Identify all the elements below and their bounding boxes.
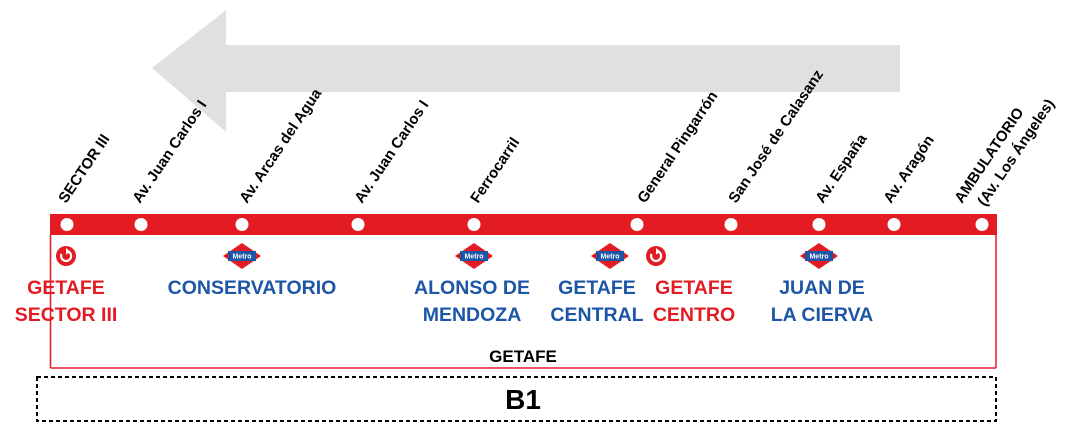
zone-label: GETAFE <box>489 347 557 366</box>
route-code: B1 <box>505 384 541 415</box>
stop-dot[interactable] <box>467 218 481 231</box>
metro-icon: Metro <box>591 243 629 269</box>
hub-label: ALONSO DE <box>414 277 530 299</box>
route-line <box>50 214 997 235</box>
svg-text:Metro: Metro <box>600 254 619 261</box>
hub-label: LA CIERVA <box>771 304 874 326</box>
circular-route-icon <box>646 246 666 266</box>
hub-label: MENDOZA <box>423 304 522 326</box>
hub-label: GETAFE <box>655 277 733 299</box>
circular-route-icon <box>56 246 76 266</box>
hub-alonso-de-mendoza: ALONSO DE MENDOZA <box>414 277 530 326</box>
hub-label: CENTRAL <box>550 304 643 326</box>
metro-icon: Metro <box>455 243 493 269</box>
stop-dot[interactable] <box>60 218 74 231</box>
svg-text:Metro: Metro <box>232 254 251 261</box>
stop-dots <box>60 218 989 231</box>
stop-label-9: Av. Aragón <box>880 132 938 206</box>
stop-dot[interactable] <box>887 218 901 231</box>
stop-dot[interactable] <box>351 218 365 231</box>
stop-dot[interactable] <box>134 218 148 231</box>
hub-juan-de-la-cierva: JUAN DE LA CIERVA <box>771 277 874 326</box>
hub-getafe-central: GETAFE CENTRAL <box>550 277 643 326</box>
hub-label: SECTOR III <box>15 304 118 326</box>
stop-label-4: Av. Juan Carlos I <box>351 97 432 206</box>
metro-icon: Metro <box>223 243 261 269</box>
stop-label-5: Ferrocarril <box>467 135 523 207</box>
hub-getafe-centro: GETAFE CENTRO <box>653 277 735 326</box>
hub-label: JUAN DE <box>779 277 865 299</box>
stop-label-2: Av. Juan Carlos I <box>129 97 210 206</box>
hub-conservatorio: CONSERVATORIO <box>168 277 337 299</box>
svg-text:Metro: Metro <box>809 254 828 261</box>
metro-icon: Metro <box>800 243 838 269</box>
stop-label-3: Av. Arcas del Agua <box>236 85 325 206</box>
hub-getafe-sector-iii: GETAFE SECTOR III <box>15 277 118 326</box>
hub-label: CENTRO <box>653 304 735 326</box>
stop-dot[interactable] <box>630 218 644 231</box>
stop-label-8: Av. España <box>812 131 871 207</box>
stop-dot[interactable] <box>724 218 738 231</box>
hub-label: GETAFE <box>27 277 105 299</box>
direction-arrow-left-icon <box>152 10 900 132</box>
hub-label: CONSERVATORIO <box>168 277 337 299</box>
stop-dot[interactable] <box>235 218 249 231</box>
route-box <box>36 376 997 422</box>
stop-dot[interactable] <box>975 218 989 231</box>
svg-text:Metro: Metro <box>464 254 483 261</box>
hub-label: GETAFE <box>558 277 636 299</box>
stop-label-1: SECTOR III <box>55 131 113 206</box>
stop-label-6: General Pingarrón <box>634 88 721 206</box>
stop-dot[interactable] <box>812 218 826 231</box>
